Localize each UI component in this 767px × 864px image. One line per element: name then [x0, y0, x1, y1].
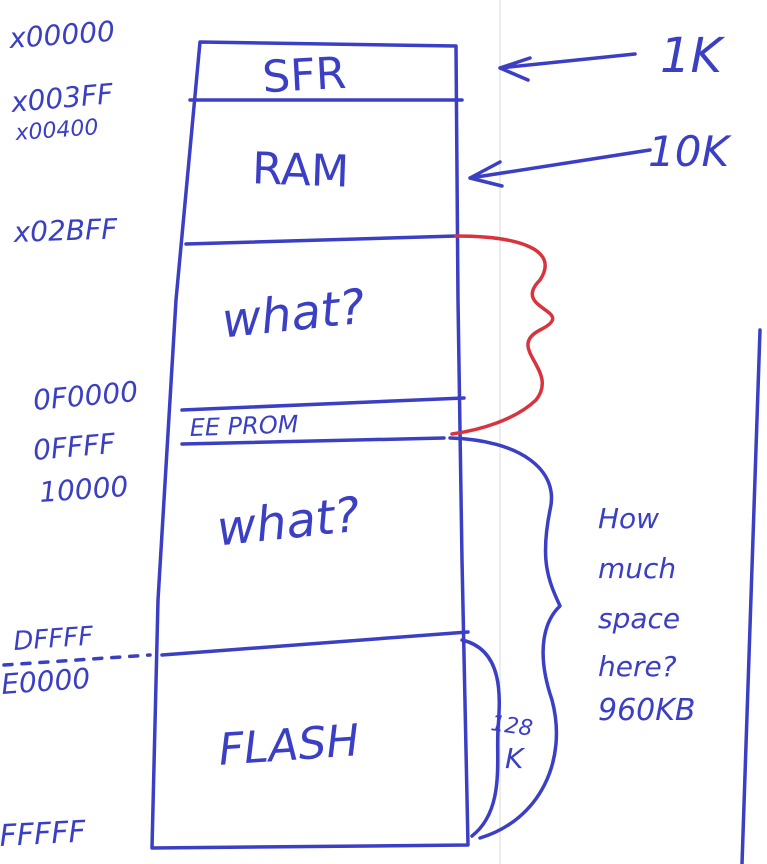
divider-what-eeprom — [180, 396, 466, 412]
divider-eeprom-what — [180, 436, 446, 446]
addr-start: x00000 — [7, 15, 116, 55]
question-line-3: space — [598, 602, 680, 635]
addr-eeprom-end: 0FFFF — [32, 427, 118, 467]
addr-sfr-end: x003FF — [9, 77, 116, 119]
flash-size-number: 128 — [489, 711, 534, 742]
question-line-2: much — [598, 552, 676, 585]
region-sfr-label: SFR — [261, 48, 347, 103]
divider-what-flash — [160, 630, 470, 657]
addr-what-end: DFFFF — [12, 621, 95, 657]
divider-ram-what — [184, 234, 458, 246]
region-what-1-label: what? — [219, 279, 367, 350]
addr-what-start: 10000 — [38, 470, 129, 509]
region-ram-label: RAM — [251, 143, 350, 197]
flash-size-unit: K — [505, 742, 526, 775]
addr-flash-start: E0000 — [0, 662, 91, 701]
addr-eeprom-start: 0F0000 — [32, 375, 140, 417]
addr-ram-end: x02BFF — [12, 212, 119, 249]
question-line-1: How — [598, 502, 659, 535]
arrow-sfr-size — [498, 52, 637, 82]
region-eeprom-label: EE PROM — [189, 410, 299, 442]
blue-curly-brace — [448, 436, 562, 840]
sfr-size-label: 1K — [660, 28, 726, 84]
arrow-ram-size — [468, 148, 652, 188]
right-margin-line — [740, 328, 762, 864]
memory-column-outline — [150, 40, 470, 850]
flash-brace — [460, 638, 502, 838]
answer-960kb: 960KB — [598, 693, 696, 728]
addr-end: FFFFF — [0, 814, 87, 854]
region-what-2-label: what? — [214, 487, 362, 558]
ram-size-label: 10K — [648, 127, 732, 176]
red-curly-brace — [450, 234, 555, 436]
region-flash-label: FLASH — [217, 715, 361, 776]
addr-ram-start: x00400 — [14, 115, 100, 146]
question-line-4: here? — [598, 650, 677, 683]
dfffff-underline — [2, 653, 152, 667]
